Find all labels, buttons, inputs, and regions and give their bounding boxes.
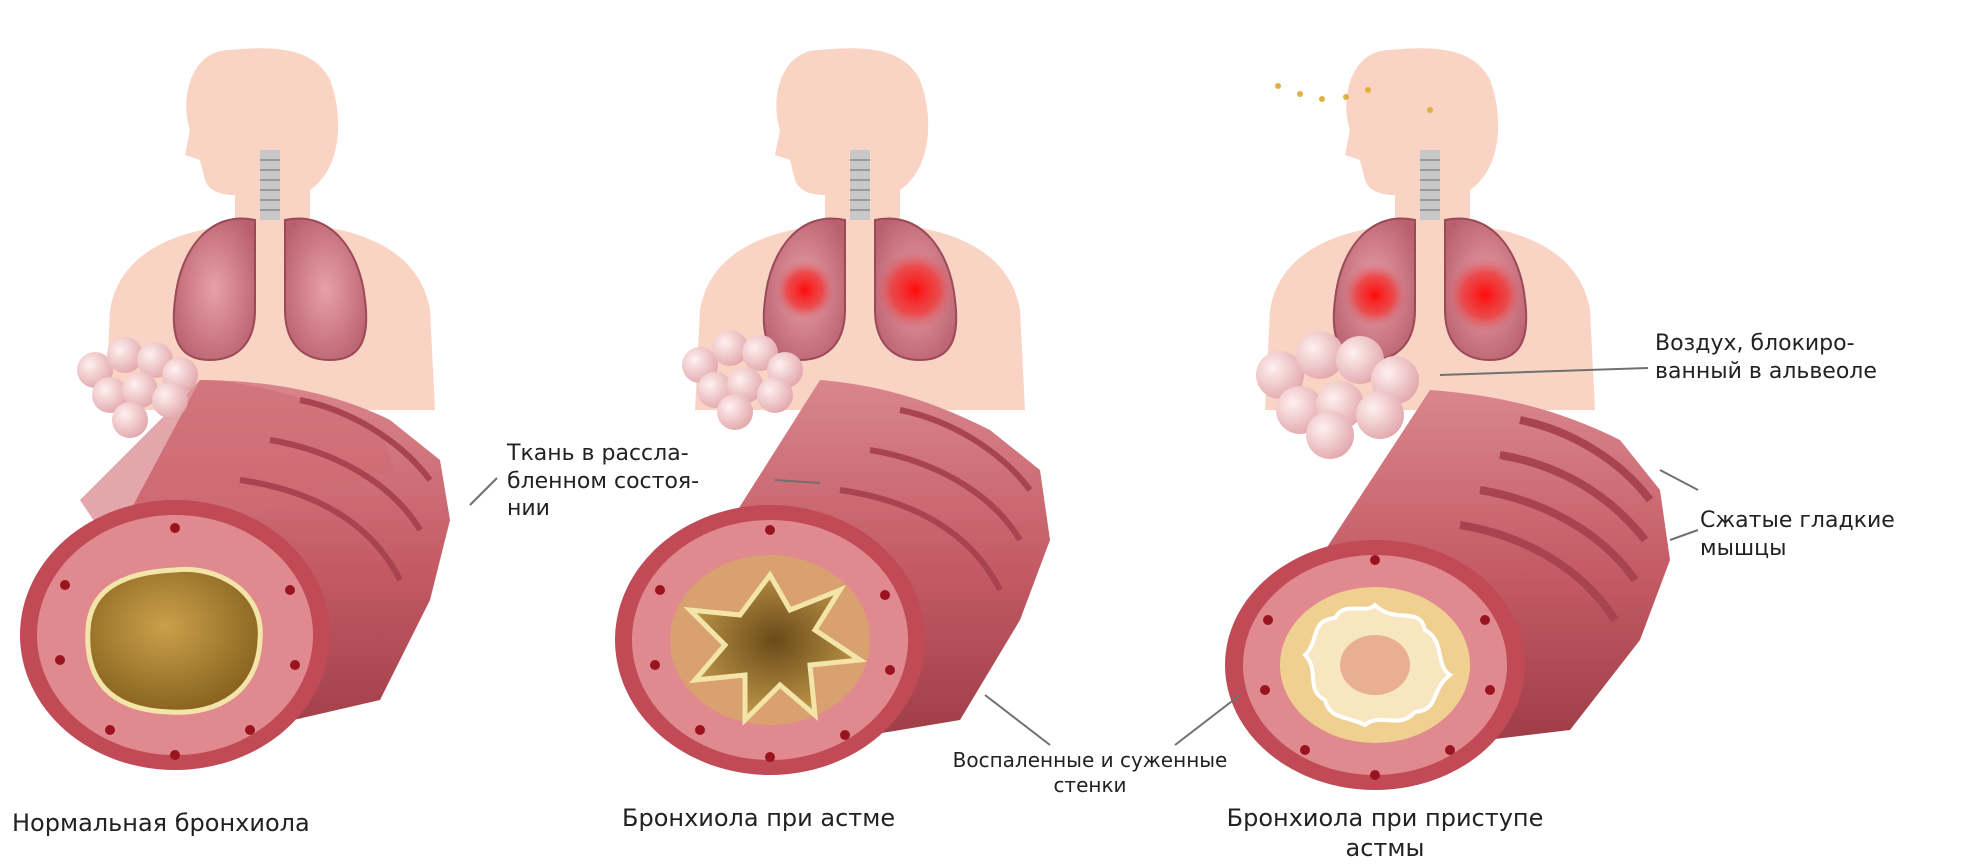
caption-normal: Нормальная бронхиола	[12, 808, 310, 838]
callout-trapped-air: Воздух, блокиро- ванный в альвеоле	[1655, 330, 1877, 385]
bronchiole-attack	[1225, 331, 1670, 790]
callout-relaxed-tissue: Ткань в рассла- бленном состоя- нии	[507, 440, 699, 523]
callout-inflamed-walls: Воспаленные и суженные стенки	[925, 748, 1255, 798]
caption-asthma: Бронхиола при астме	[622, 803, 895, 833]
caption-attack: Бронхиола при приступе астмы	[1215, 803, 1555, 863]
callout-smooth-muscle: Сжатые гладкие мышцы	[1700, 507, 1895, 562]
